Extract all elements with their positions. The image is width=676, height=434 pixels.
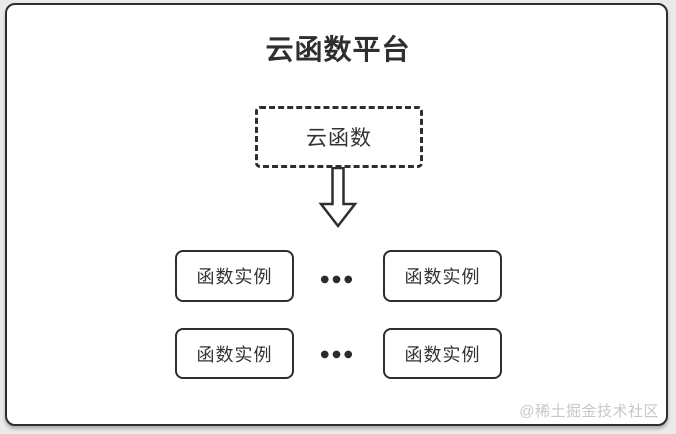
watermark-text: @稀土掘金技术社区 [519,403,659,420]
function-instance-label: 函数实例 [196,344,273,365]
function-instance-node: 函数实例 [383,328,502,379]
cloud-function-node: 云函数 [255,106,423,168]
function-instance-label: 函数实例 [196,267,273,287]
function-instance-label: 函数实例 [404,267,481,287]
function-instance-node: 函数实例 [175,250,294,302]
ellipsis-dots: ●●● [320,274,356,285]
function-instance-node: 函数实例 [383,250,502,302]
function-instance-node: 函数实例 [175,328,294,379]
ellipsis-dots: ●●● [320,349,356,360]
down-arrow-icon [318,166,358,229]
diagram-title: 云函数平台 [265,34,411,65]
cloud-function-label: 云函数 [306,127,372,150]
function-instance-label: 函数实例 [404,344,481,365]
